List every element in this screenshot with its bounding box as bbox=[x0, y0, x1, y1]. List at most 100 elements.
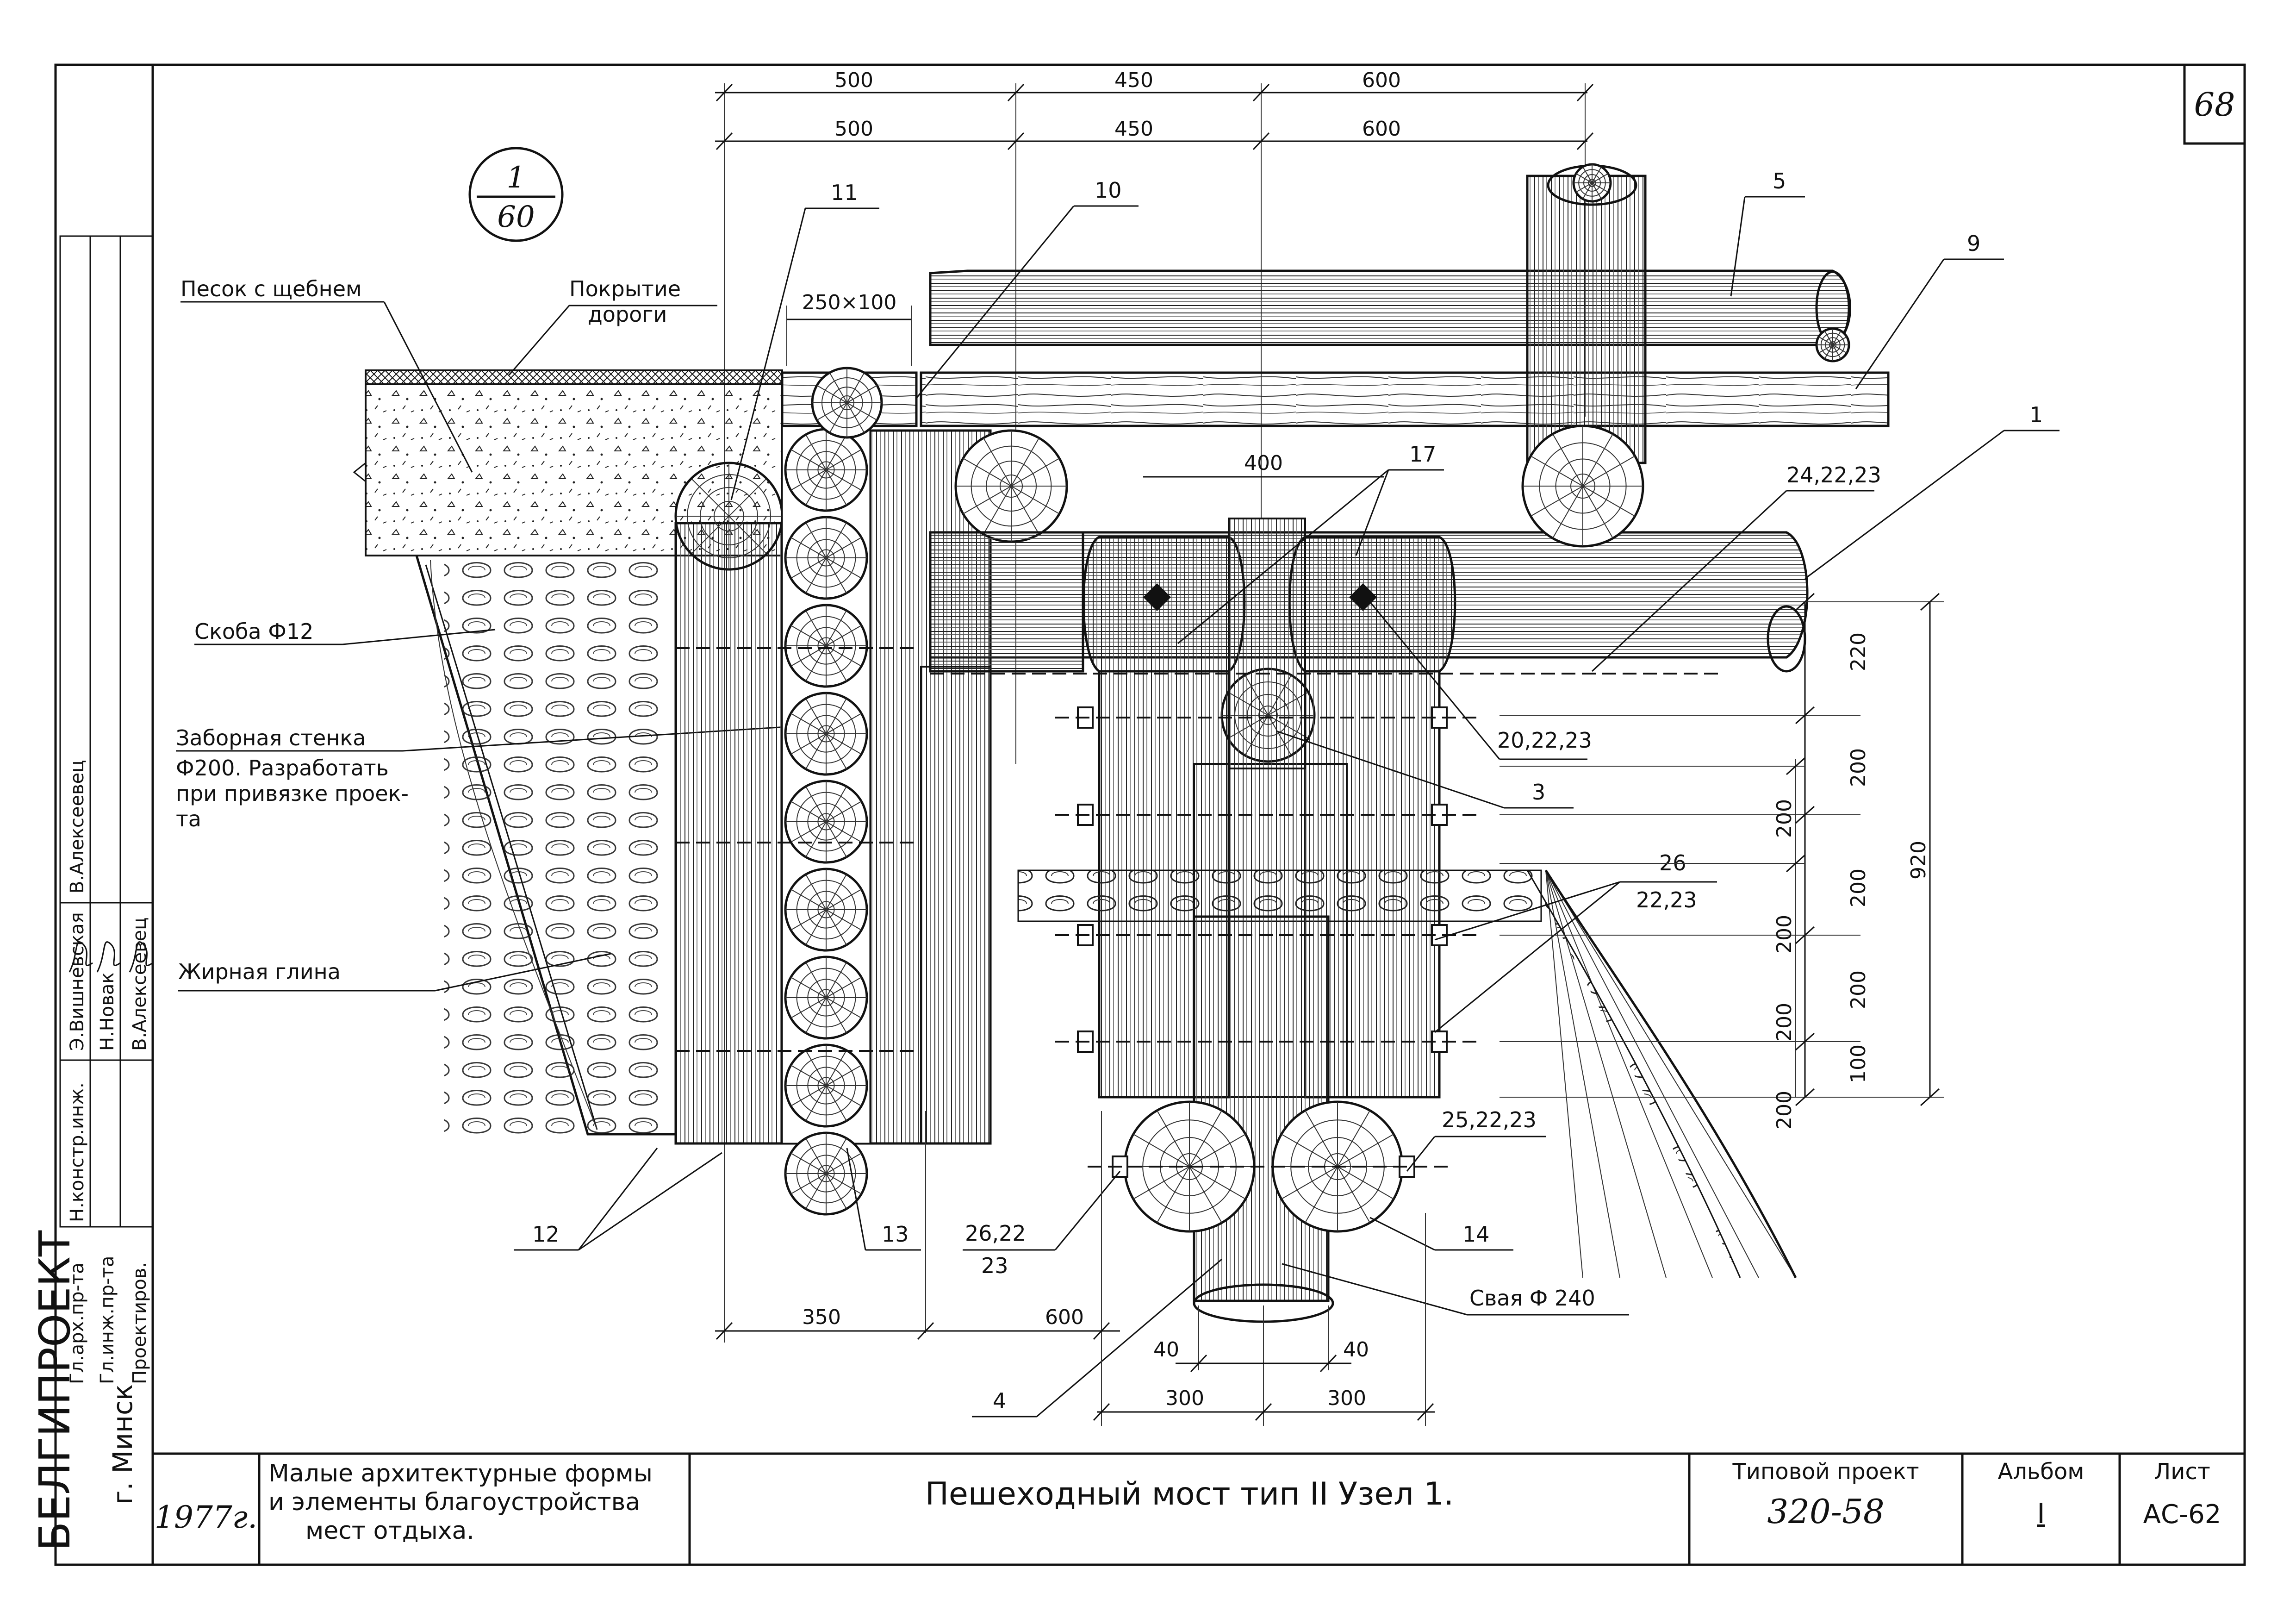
name-arch: Э.Вишневская bbox=[67, 912, 88, 1051]
dim-250x100: 250×100 bbox=[802, 291, 897, 314]
dim-bottom-40b: 40 bbox=[1343, 1338, 1369, 1362]
dim-bottom-40a: 40 bbox=[1153, 1338, 1179, 1362]
label-fence-4: та bbox=[176, 806, 201, 831]
dim-top-600b: 600 bbox=[1362, 117, 1401, 141]
callout-5: 5 bbox=[1773, 169, 1786, 194]
dim-top-500a: 500 bbox=[834, 69, 873, 92]
right-dim-inner: 200 200 200 200 bbox=[1773, 799, 1796, 1130]
wall-log bbox=[784, 868, 868, 952]
role-eng: Гл.инж.пр-та bbox=[97, 1256, 118, 1384]
dim-right-outer-5: 100 bbox=[1847, 1044, 1870, 1083]
log-wall-logs bbox=[784, 428, 868, 1216]
title-description-1: Малые архитектурные формы bbox=[268, 1460, 653, 1487]
label-pile: Свая Ф 240 bbox=[1469, 1286, 1595, 1311]
plank-end-log bbox=[1815, 327, 1850, 362]
dim-right-outer-3: 200 bbox=[1847, 868, 1870, 907]
role-designer: Проектиров. bbox=[129, 1262, 150, 1384]
callout-4: 4 bbox=[993, 1388, 1006, 1413]
clay-stones bbox=[430, 556, 666, 1134]
dim-right-total: 920 bbox=[1907, 841, 1930, 880]
dim-right-outer-2: 200 bbox=[1847, 748, 1870, 787]
wall-log bbox=[784, 692, 868, 776]
album-value: I bbox=[2037, 1498, 2045, 1530]
cap-log bbox=[674, 462, 784, 571]
callout-26-22: 26,22 bbox=[965, 1221, 1026, 1246]
wall-log bbox=[784, 780, 868, 864]
role-top: Н.констр.инж. bbox=[67, 1082, 88, 1222]
sheet-number: 68 bbox=[2194, 86, 2235, 124]
callout-11: 11 bbox=[831, 180, 858, 205]
beam-block bbox=[929, 531, 1084, 673]
side-stamp bbox=[59, 235, 154, 1228]
dim-right-inner-2: 200 bbox=[1773, 915, 1796, 954]
callout-26-23: 23 bbox=[981, 1253, 1008, 1278]
title-description-3: мест отдыха. bbox=[305, 1517, 474, 1545]
wall-log bbox=[784, 956, 868, 1040]
label-bracket: Скоба Ф12 bbox=[194, 619, 313, 644]
pier-stones bbox=[1017, 869, 1542, 922]
dim-top-500b: 500 bbox=[834, 117, 873, 141]
wall-log bbox=[784, 1043, 868, 1128]
bottom-dimension-lines bbox=[715, 1111, 1435, 1426]
role-arch: Гл.арх.пр-та bbox=[67, 1262, 88, 1384]
dim-right-outer-1: 220 bbox=[1847, 632, 1870, 671]
callout-13: 13 bbox=[882, 1222, 909, 1247]
beam-log-5 bbox=[929, 269, 1851, 346]
dim-400: 400 bbox=[1244, 451, 1283, 475]
vertical-post bbox=[1526, 164, 1647, 464]
dim-right-inner-3: 200 bbox=[1773, 1003, 1796, 1042]
callout-25: 25,22,23 bbox=[1442, 1107, 1537, 1132]
album-label: Альбом bbox=[1998, 1459, 2084, 1485]
dim-bottom-350: 350 bbox=[802, 1305, 841, 1329]
dim-right-inner-1: 200 bbox=[1773, 799, 1796, 838]
project-number: 320-58 bbox=[1767, 1492, 1884, 1531]
post-top-log bbox=[1572, 163, 1612, 203]
project-label: Типовой проект bbox=[1732, 1459, 1919, 1485]
callout-20: 20,22,23 bbox=[1497, 728, 1592, 753]
callout-3: 3 bbox=[1532, 780, 1545, 805]
dim-right-inner-4: 200 bbox=[1773, 1091, 1796, 1130]
post-log bbox=[1521, 425, 1644, 548]
label-fence-2: Ф200. Разработать bbox=[176, 756, 389, 781]
label-sand: Песок с щебнем bbox=[180, 276, 362, 301]
dim-bottom-600: 600 bbox=[1045, 1305, 1084, 1329]
section-mark-top: 1 bbox=[507, 161, 526, 195]
org-city: г. Минск bbox=[107, 1384, 138, 1505]
name-designer: В.Алексеевец bbox=[129, 918, 150, 1051]
dim-right-outer-4: 200 bbox=[1847, 970, 1870, 1009]
spike-head bbox=[1143, 583, 1171, 611]
right-dimension-lines bbox=[1379, 593, 1944, 1106]
name-eng: Н.Новак bbox=[97, 972, 118, 1051]
section-mark bbox=[468, 147, 564, 242]
title-year: 1977г. bbox=[155, 1499, 257, 1535]
callout-1: 1 bbox=[2029, 402, 2043, 427]
dim-top-600a: 600 bbox=[1362, 69, 1401, 92]
side-stamp-names: В.Алексеевец Э.Вишневская Н.Новак В.Алек… bbox=[67, 760, 150, 1051]
dim-top-450b: 450 bbox=[1114, 117, 1153, 141]
label-fence-1: Заборная стенка bbox=[176, 725, 366, 750]
title-description-2: и элементы благоустройства bbox=[268, 1488, 640, 1516]
label-clay: Жирная глина bbox=[178, 959, 341, 984]
wall-log bbox=[784, 1131, 868, 1216]
bolt-lines bbox=[676, 647, 1722, 1168]
wall-log bbox=[784, 604, 868, 688]
callout-12: 12 bbox=[532, 1222, 560, 1247]
board-log bbox=[811, 367, 883, 439]
beam-log-10 bbox=[954, 429, 1068, 543]
right-dim-outer: 220 200 200 200 100 bbox=[1847, 632, 1870, 1083]
wall-log bbox=[784, 428, 868, 512]
drawing-title: Пешеходный мост тип II Узел 1. bbox=[925, 1476, 1454, 1512]
bank-slope bbox=[1526, 869, 1797, 1279]
callout-10: 10 bbox=[1095, 178, 1122, 203]
dim-bottom-300a: 300 bbox=[1165, 1387, 1204, 1410]
spike-head bbox=[1349, 583, 1377, 611]
signatures bbox=[68, 941, 153, 973]
label-road-cover-1: Покрытие bbox=[569, 276, 681, 301]
callout-24: 24,22,23 bbox=[1786, 462, 1881, 487]
label-fence-3: при привязке проек- bbox=[176, 781, 409, 806]
sheet-label: Лист bbox=[2154, 1459, 2210, 1485]
name-top: В.Алексеевец bbox=[67, 760, 88, 893]
callout-14: 14 bbox=[1462, 1222, 1490, 1247]
sheet-value: АС-62 bbox=[2143, 1499, 2221, 1530]
